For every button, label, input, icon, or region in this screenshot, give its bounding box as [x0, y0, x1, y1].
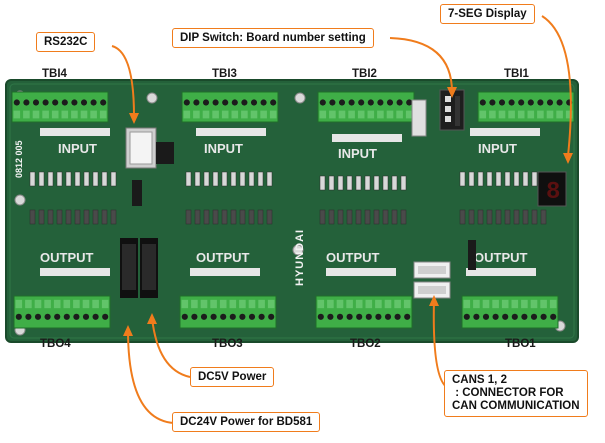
label-tbi2: TBI2: [352, 68, 377, 80]
terminal-block-tbi4: [11, 91, 109, 123]
brand-logo-text: HYUNDAI: [294, 229, 306, 286]
cans-connectors: [413, 261, 451, 299]
label-tbo2: TBO2: [350, 338, 381, 350]
terminal-block-tbo3: [179, 295, 277, 329]
terminal-block-tbo4: [13, 295, 111, 329]
input-label-3: INPUT: [204, 141, 243, 156]
svg-text:8: 8: [546, 179, 560, 206]
terminal-block-tbo1: [461, 295, 559, 329]
seven-segment-display: 8: [537, 171, 567, 207]
terminal-block-tbo2: [315, 295, 413, 329]
callout-dip-switch: DIP Switch: Board number setting: [172, 28, 374, 48]
callout-cans: CANS 1, 2 : CONNECTOR FOR CAN COMMUNICAT…: [444, 370, 588, 417]
input-label-2: INPUT: [338, 146, 377, 161]
component-row: [29, 171, 117, 187]
label-tbi1: TBI1: [504, 68, 529, 80]
label-tbi3: TBI3: [212, 68, 237, 80]
terminal-block-tbi1: [477, 91, 575, 123]
component-row: [185, 209, 273, 225]
output-label-4: OUTPUT: [40, 250, 94, 265]
component-row: [319, 209, 407, 225]
callout-dc24v: DC24V Power for BD581: [172, 412, 321, 432]
callout-leaders: [111, 15, 572, 424]
component-row: [185, 171, 273, 187]
dip-switch: [439, 89, 465, 131]
callout-arrowheads: [123, 87, 573, 336]
callout-dc5v: DC5V Power: [190, 367, 275, 387]
callout-rs232c: RS232C: [36, 32, 96, 52]
input-label-1: INPUT: [478, 141, 517, 156]
callout-seven-seg: 7-SEG Display: [440, 4, 535, 24]
power-connectors: [120, 238, 158, 298]
label-tbo1: TBO1: [505, 338, 536, 350]
component-row: [29, 209, 117, 225]
output-label-1: OUTPUT: [474, 250, 528, 265]
output-label-3: OUTPUT: [196, 250, 250, 265]
component-row: [459, 209, 547, 225]
component-row: [319, 175, 407, 191]
label-tbo4: TBO4: [40, 338, 71, 350]
input-label-4: INPUT: [58, 141, 97, 156]
rs232c-connector: [125, 127, 174, 169]
terminal-block-tbi3: [181, 91, 279, 123]
label-tbi4: TBI4: [42, 68, 67, 80]
label-tbo3: TBO3: [212, 338, 243, 350]
terminal-block-tbi2: [317, 91, 415, 123]
board-code: 0812 005: [14, 140, 24, 178]
output-label-2: OUTPUT: [326, 250, 380, 265]
silkscreen-blocks: [40, 128, 540, 276]
